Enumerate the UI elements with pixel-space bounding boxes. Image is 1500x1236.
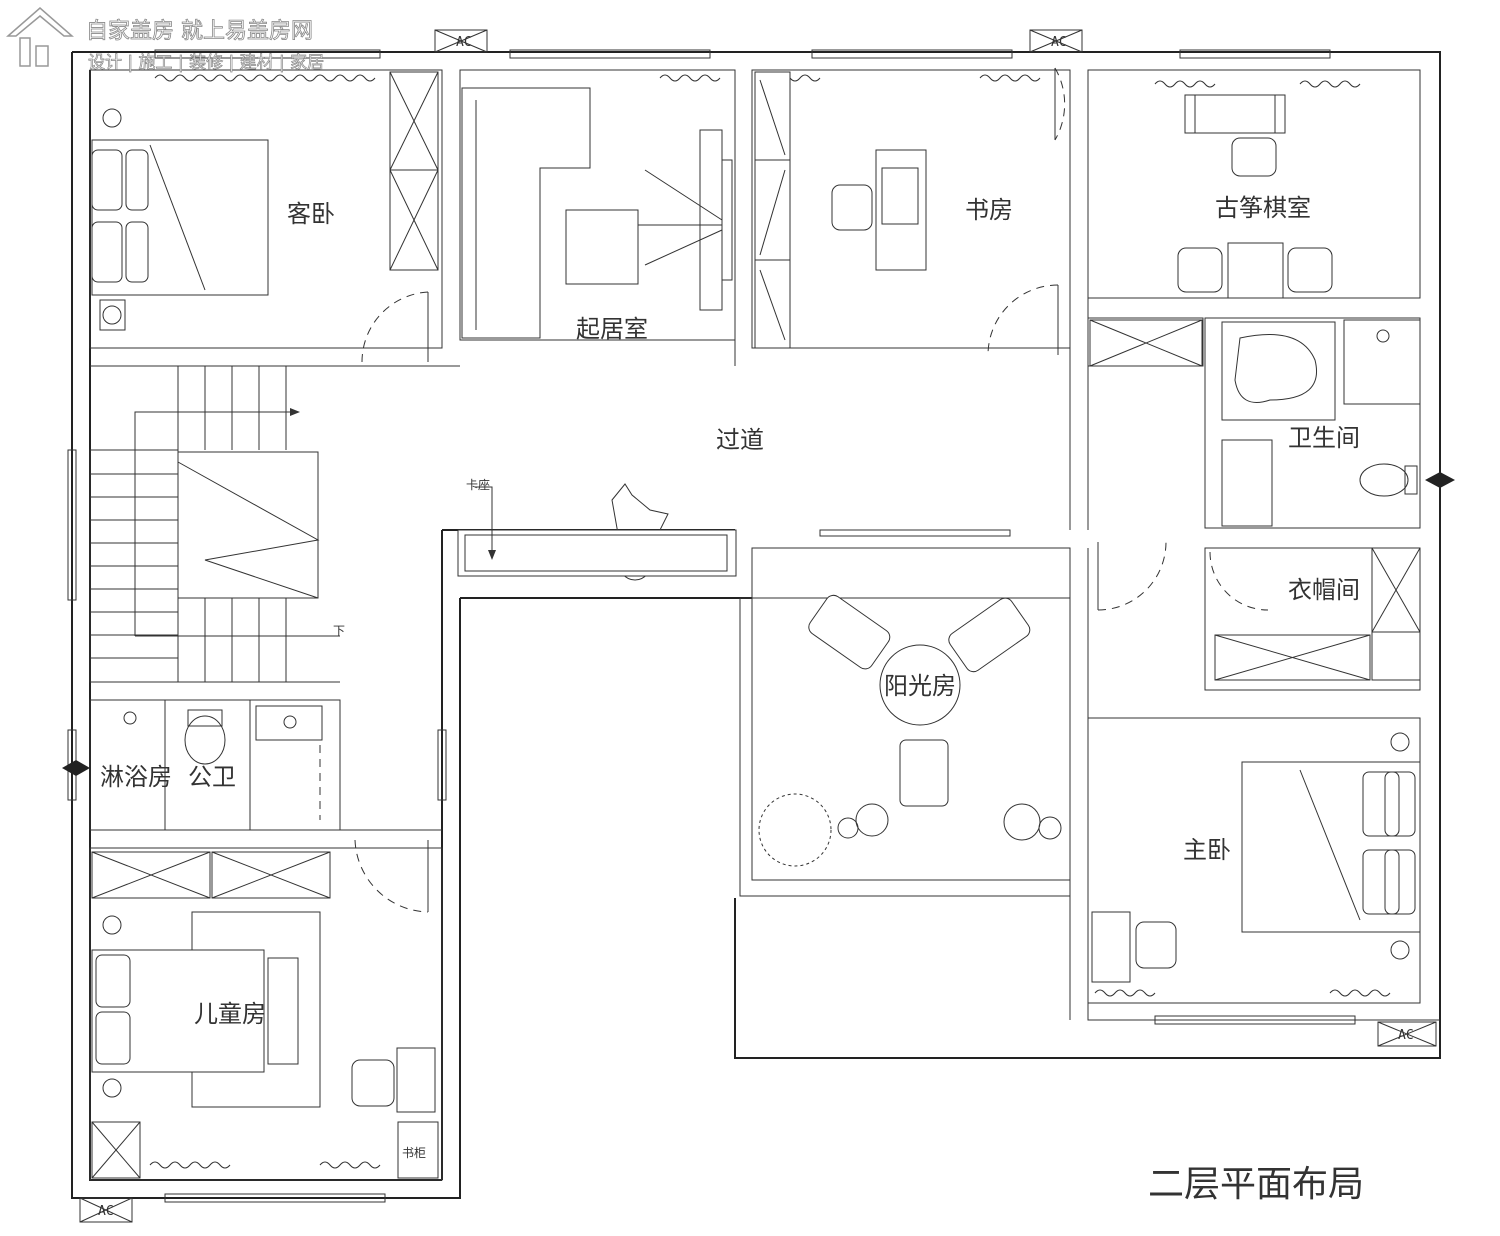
label-guzheng-chess-room: 古筝棋室	[1215, 195, 1311, 222]
label-corridor: 过道	[716, 427, 764, 454]
label-master-bedroom: 主卧	[1183, 837, 1231, 864]
ac-tag: AC	[98, 1204, 114, 1219]
ac-tag: AC	[456, 35, 472, 50]
watermark-tagline: 设计 | 施工 | 装修 | 建材 | 家居	[88, 53, 324, 73]
label-bookcase: 书柜	[402, 1146, 426, 1160]
ac-tag: AC	[1051, 35, 1067, 50]
label-stairs-down: 下	[333, 624, 345, 638]
label-cloakroom: 衣帽间	[1288, 577, 1360, 604]
plant-icon	[758, 793, 1062, 867]
doors	[354, 67, 1269, 913]
label-sunroom: 阳光房	[884, 673, 956, 700]
watermark-brand: 自家盖房 就上易盖房网	[86, 19, 313, 44]
label-public-toilet: 公卫	[188, 764, 236, 791]
label-guest-bedroom: 客卧	[287, 201, 335, 228]
house-logo-icon	[6, 7, 74, 67]
label-bathroom: 卫生间	[1288, 425, 1360, 452]
furniture	[62, 71, 1455, 1179]
ac-units: AC AC AC AC	[79, 29, 1437, 1223]
room-labels: 客卧 起居室 书房 古筝棋室 过道 卫生间 衣帽间 阳光房 主卧 淋浴房 公卫 …	[100, 195, 1360, 1160]
label-booth-seat: 卡座	[466, 477, 490, 492]
watermark: 自家盖房 就上易盖房网 设计 | 施工 | 装修 | 建材 | 家居	[6, 7, 324, 73]
label-shower-room: 淋浴房	[100, 764, 172, 791]
staircase	[89, 366, 340, 683]
plan-caption: 二层平面布局	[1148, 1163, 1364, 1204]
label-kids-room: 儿童房	[194, 1001, 266, 1028]
label-study: 书房	[965, 197, 1013, 224]
ac-tag: AC	[1398, 1028, 1414, 1043]
label-living-room: 起居室	[576, 316, 648, 343]
